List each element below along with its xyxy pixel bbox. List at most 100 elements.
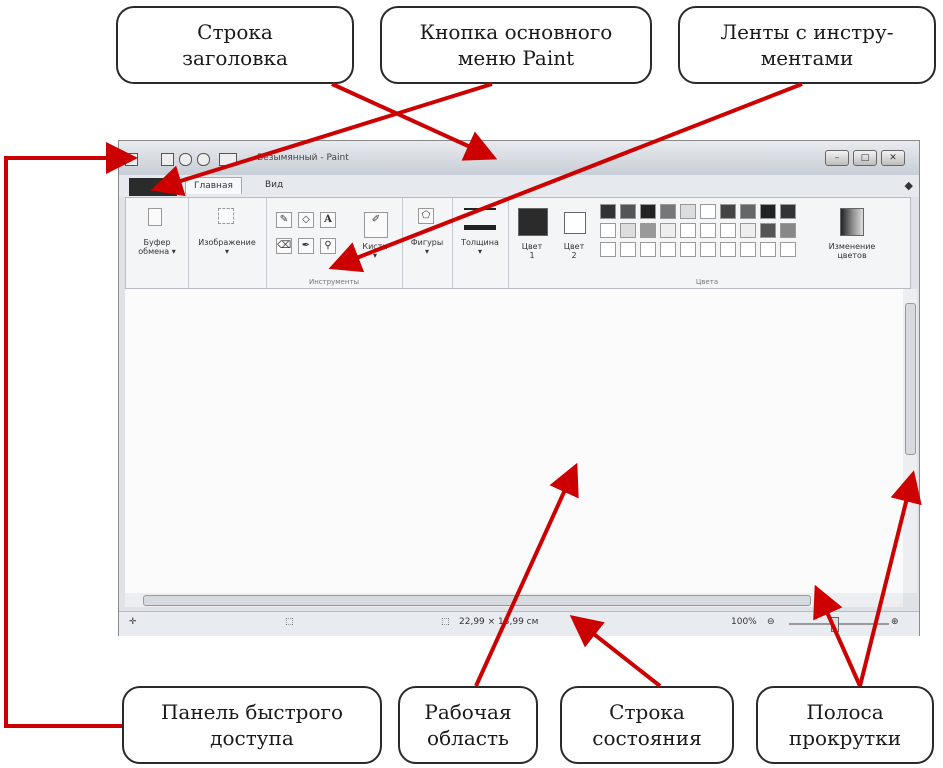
colors-group: Цвет 1 Цвет 2 Изменение цветов Цвета	[508, 198, 906, 288]
paint-menu-button[interactable]	[129, 178, 177, 196]
ribbon-tab-bar: Главная Вид ◆	[119, 175, 919, 197]
callout-title-bar: Строка заголовка	[116, 6, 354, 84]
callout-status-bar-text: Строка состояния	[592, 700, 702, 750]
tools-group-label: Инструменты	[308, 278, 360, 286]
thickness-icon[interactable]	[464, 208, 496, 230]
palette-swatch[interactable]	[660, 242, 676, 257]
palette-swatch[interactable]	[620, 204, 636, 219]
edit-colors-icon[interactable]	[840, 208, 864, 236]
palette-swatch[interactable]	[600, 242, 616, 257]
work-area[interactable]	[125, 289, 903, 593]
palette-swatch[interactable]	[700, 223, 716, 238]
thickness-group: Толщина ▾	[452, 198, 509, 288]
color1-swatch[interactable]	[518, 208, 548, 236]
customize-quick-access-icon[interactable]	[219, 153, 237, 166]
eraser-icon[interactable]: ⌫	[276, 238, 292, 254]
tools-group: ✎ ◇ A ⌫ ✒ ⚲ ✐ Кисти ▾ Инструменты	[266, 198, 403, 288]
palette-swatch[interactable]	[760, 242, 776, 257]
shapes-icon[interactable]: ⬠	[418, 208, 434, 224]
color2-swatch[interactable]	[564, 212, 586, 234]
vertical-scroll-thumb[interactable]	[905, 303, 916, 455]
palette-swatch[interactable]	[700, 242, 716, 257]
color-palette	[600, 204, 820, 264]
palette-swatch[interactable]	[660, 223, 676, 238]
paint-window: Безымянный - Paint – □ ✕ Главная Вид ◆ Б…	[118, 140, 920, 636]
color1-label[interactable]: Цвет 1	[521, 242, 543, 260]
palette-swatch[interactable]	[620, 223, 636, 238]
canvas-size: 22,99 × 13,99 см	[459, 617, 539, 627]
save-icon[interactable]	[161, 153, 174, 166]
palette-swatch[interactable]	[700, 204, 716, 219]
callout-ribbons: Ленты с инстру- ментами	[678, 6, 936, 84]
zoom-level: 100%	[731, 617, 757, 627]
help-icon[interactable]: ◆	[904, 179, 913, 192]
palette-swatch[interactable]	[720, 242, 736, 257]
zoom-slider[interactable]	[789, 623, 889, 625]
palette-swatch[interactable]	[780, 204, 796, 219]
window-title: Безымянный - Paint	[257, 153, 349, 163]
palette-swatch[interactable]	[680, 223, 696, 238]
redo-icon[interactable]	[197, 153, 210, 166]
edit-colors-label[interactable]: Изменение цветов	[828, 242, 876, 260]
callout-scrollbars-text: Полоса прокрутки	[788, 700, 902, 750]
clipboard-group: Буфер обмена ▾	[126, 198, 189, 288]
palette-swatch[interactable]	[760, 223, 776, 238]
callout-quick-access: Панель быстрого доступа	[122, 686, 382, 764]
palette-swatch[interactable]	[780, 223, 796, 238]
text-icon[interactable]: A	[320, 212, 336, 228]
callout-work-area: Рабочая область	[398, 686, 538, 764]
palette-swatch[interactable]	[600, 223, 616, 238]
vertical-scrollbar[interactable]	[903, 289, 917, 593]
palette-swatch[interactable]	[660, 204, 676, 219]
paint-app-icon[interactable]	[125, 153, 138, 166]
palette-swatch[interactable]	[760, 204, 776, 219]
palette-swatch[interactable]	[640, 242, 656, 257]
clipboard-label[interactable]: Буфер обмена ▾	[138, 238, 176, 256]
pencil-icon[interactable]: ✎	[276, 212, 292, 228]
color2-label[interactable]: Цвет 2	[563, 242, 585, 260]
palette-swatch[interactable]	[620, 242, 636, 257]
horizontal-scrollbar[interactable]	[125, 593, 903, 607]
palette-swatch[interactable]	[640, 204, 656, 219]
callout-main-menu: Кнопка основного меню Paint	[380, 6, 652, 84]
maximize-button[interactable]: □	[853, 150, 877, 166]
tab-home[interactable]: Главная	[185, 177, 242, 194]
palette-swatch[interactable]	[780, 242, 796, 257]
fill-icon[interactable]: ◇	[298, 212, 314, 228]
color-picker-icon[interactable]: ✒	[298, 238, 314, 254]
palette-swatch[interactable]	[600, 204, 616, 219]
shapes-label[interactable]: Фигуры ▾	[410, 238, 444, 256]
zoom-out-icon[interactable]: ⊖	[767, 617, 775, 627]
brush-icon[interactable]: ✐	[364, 212, 388, 238]
palette-swatch[interactable]	[720, 204, 736, 219]
status-bar: ✛ ⬚ ⬚ 22,99 × 13,99 см 100% ⊖ ⊕	[119, 611, 919, 636]
palette-swatch[interactable]	[740, 204, 756, 219]
thickness-label[interactable]: Толщина ▾	[461, 238, 499, 256]
minimize-button[interactable]: –	[825, 150, 849, 166]
palette-swatch[interactable]	[680, 204, 696, 219]
magnifier-icon[interactable]: ⚲	[320, 238, 336, 254]
palette-swatch[interactable]	[720, 223, 736, 238]
palette-swatch[interactable]	[640, 223, 656, 238]
colors-group-label: Цвета	[695, 278, 719, 286]
palette-swatch[interactable]	[740, 223, 756, 238]
callout-ribbons-text: Ленты с инстру- ментами	[720, 20, 894, 70]
palette-swatch[interactable]	[740, 242, 756, 257]
callout-title-bar-text: Строка заголовка	[182, 20, 288, 70]
clipboard-icon[interactable]	[148, 208, 162, 226]
select-icon[interactable]	[218, 208, 234, 224]
ribbon: Буфер обмена ▾ Изображение ▾ ✎ ◇ A ⌫ ✒ ⚲…	[125, 197, 911, 289]
undo-icon[interactable]	[179, 153, 192, 166]
zoom-slider-thumb[interactable]	[831, 617, 839, 632]
brushes-label[interactable]: Кисти ▾	[362, 242, 388, 260]
canvas-size-icon: ⬚	[441, 617, 450, 627]
palette-swatch[interactable]	[680, 242, 696, 257]
image-label[interactable]: Изображение ▾	[198, 238, 256, 256]
close-button[interactable]: ✕	[881, 150, 905, 166]
title-bar: Безымянный - Paint – □ ✕	[119, 141, 919, 175]
horizontal-scroll-thumb[interactable]	[143, 595, 811, 606]
zoom-in-icon[interactable]: ⊕	[891, 617, 899, 627]
arrow-quick-access	[4, 142, 138, 728]
tab-view[interactable]: Вид	[265, 180, 284, 190]
callout-quick-access-text: Панель быстрого доступа	[160, 700, 344, 750]
